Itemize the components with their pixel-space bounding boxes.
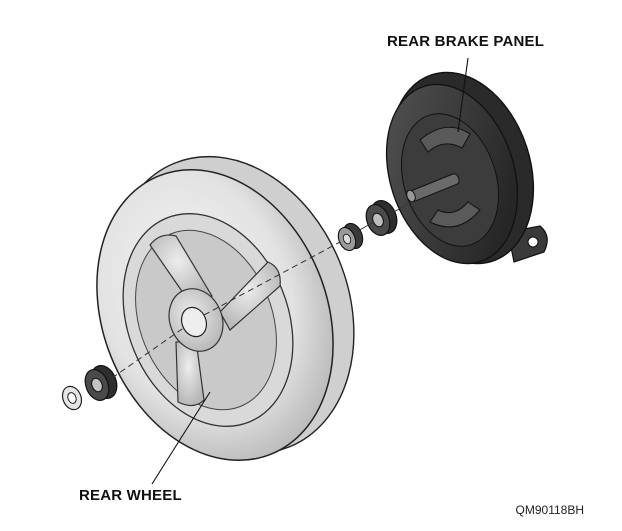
- leader-line-wheel: [151, 391, 211, 485]
- axle-end: [406, 189, 416, 203]
- rear-brake-panel: [385, 71, 548, 265]
- brake-shoe-lower: [429, 201, 481, 228]
- bearing-outer: [84, 365, 118, 401]
- hub-bore: [180, 306, 208, 338]
- mount-hole: [527, 236, 539, 248]
- assembly-axis-line: [111, 203, 409, 379]
- figure-code: QM90118BH: [515, 503, 584, 517]
- rear-wheel: [96, 155, 355, 462]
- rear-brake-panel-label: REAR BRAKE PANEL: [387, 33, 545, 50]
- wheel-spokes: [149, 234, 281, 407]
- spacer-collar: [337, 222, 364, 252]
- leader-line-brake-panel: [457, 57, 469, 133]
- washer: [61, 385, 83, 411]
- bearing-upper: [365, 200, 398, 236]
- brake-shoe-upper: [419, 126, 471, 153]
- rear-wheel-label: REAR WHEEL: [79, 487, 182, 504]
